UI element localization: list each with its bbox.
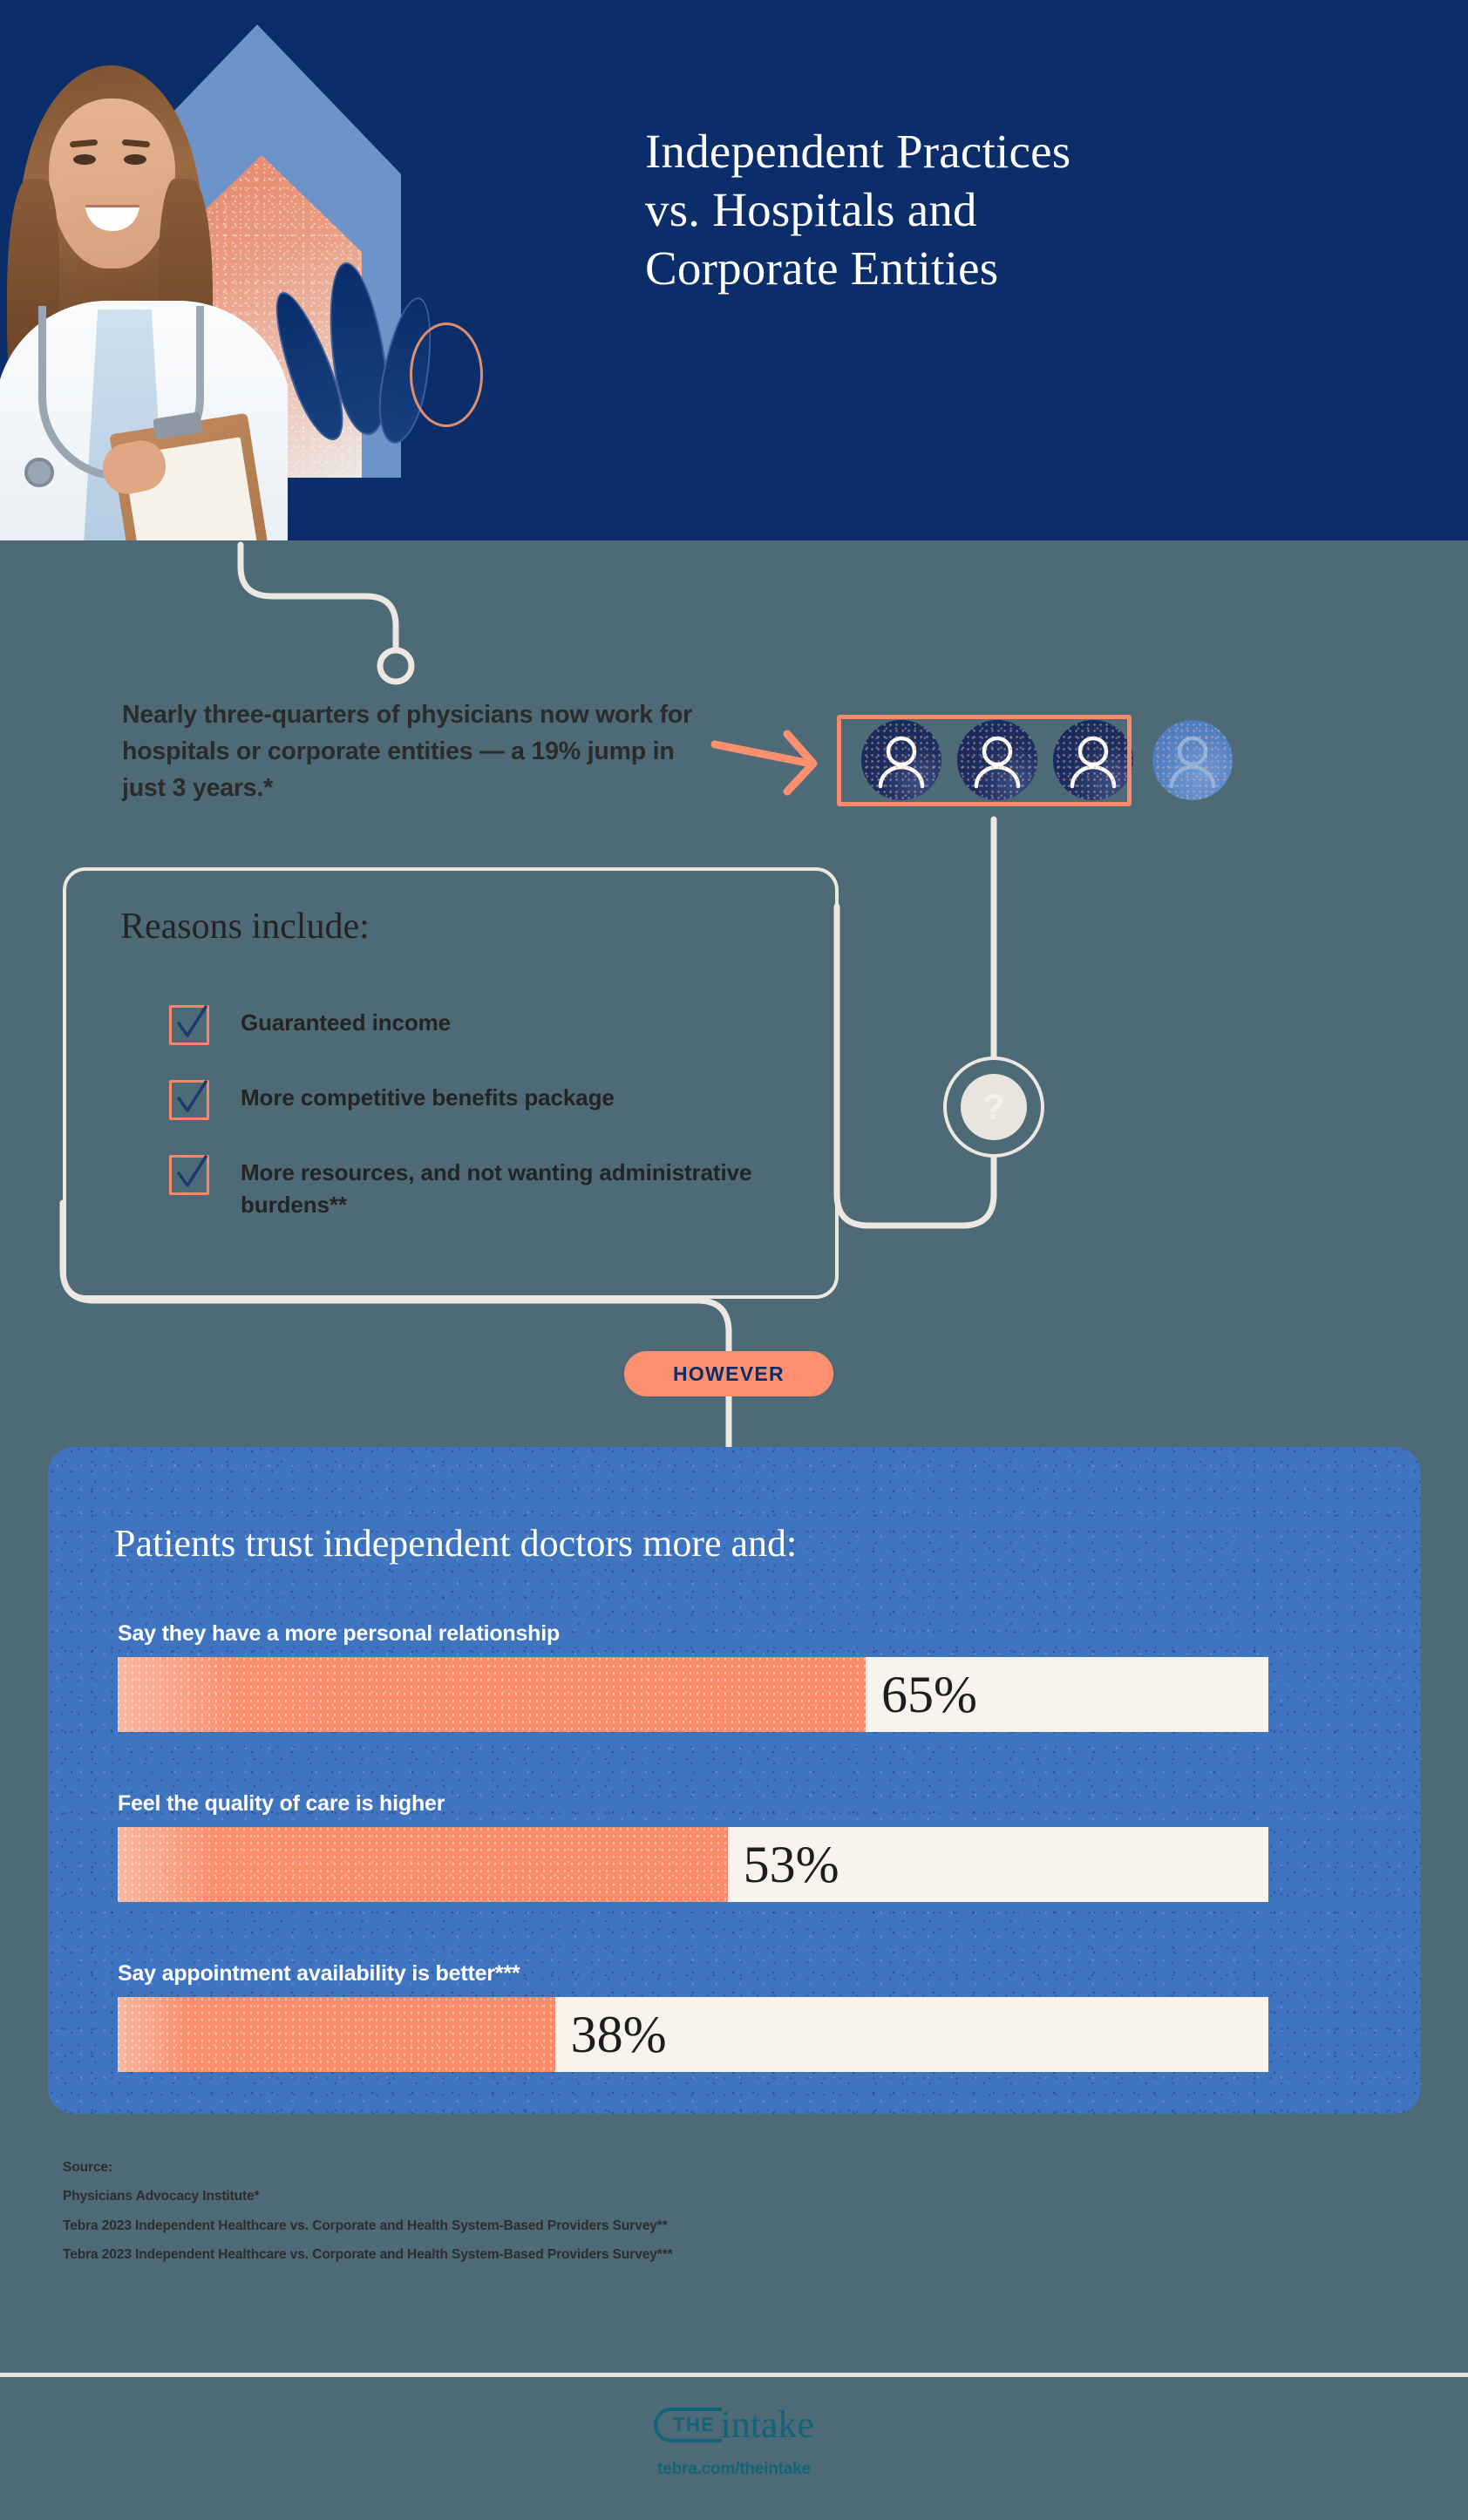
bar-label: Say they have a more personal relationsh… xyxy=(118,1621,561,1646)
checkbox-checked-icon[interactable] xyxy=(169,1155,209,1195)
however-badge: HOWEVER xyxy=(624,1351,833,1396)
footer-url[interactable]: tebra.com/theintake xyxy=(657,2460,811,2478)
stethoscope-bell-icon xyxy=(24,458,54,487)
hero-banner: Independent Practices vs. Hospitals and … xyxy=(0,0,1468,540)
panel-heading: Patients trust independent doctors more … xyxy=(114,1522,798,1565)
source-line: Physicians Advocacy Institute* xyxy=(63,2189,260,2204)
bar-track: 65% xyxy=(118,1657,1268,1732)
doctor-face xyxy=(49,98,175,268)
bar-label: Feel the quality of care is higher xyxy=(118,1791,445,1816)
the-intake-logo[interactable]: THE intake xyxy=(653,2403,814,2446)
page-title-line-3: Corporate Entities xyxy=(645,241,999,295)
highlight-bracket xyxy=(837,715,1132,806)
sources-block: Source: Physicians Advocacy Institute* T… xyxy=(63,2153,1196,2269)
reasons-card: Reasons include: Guaranteed income More … xyxy=(63,867,839,1299)
doctor-eye xyxy=(73,154,96,165)
bar-row: Feel the quality of care is higher 53% xyxy=(118,1791,1351,1902)
checkbox-checked-icon[interactable] xyxy=(169,1080,209,1120)
question-mark-icon: ? xyxy=(961,1074,1027,1140)
page-title-line-2: vs. Hospitals and xyxy=(645,183,977,237)
reasons-heading: Reasons include: xyxy=(120,907,370,947)
logo-the-badge: THE xyxy=(653,2408,723,2442)
bar-track: 38% xyxy=(118,1997,1268,2072)
checkbox-checked-icon[interactable] xyxy=(169,1005,209,1045)
bar-label: Say appointment availability is better**… xyxy=(118,1961,520,1986)
trust-panel: Patients trust independent doctors more … xyxy=(48,1447,1421,2114)
person-icon-filled xyxy=(1053,720,1133,800)
reason-item: More competitive benefits package xyxy=(169,1078,615,1120)
footer: THE intake tebra.com/theintake xyxy=(0,2406,1468,2479)
people-icon-group xyxy=(828,715,1281,806)
reason-label: More resources, and not wanting administ… xyxy=(241,1159,752,1218)
reason-label: More competitive benefits package xyxy=(241,1084,615,1111)
bar-fill xyxy=(118,1657,866,1732)
footer-divider xyxy=(0,2373,1468,2377)
person-icon-filled xyxy=(861,720,941,800)
page-title: Independent Practices vs. Hospitals and … xyxy=(645,122,1360,297)
doctor-eye xyxy=(124,154,146,165)
bar-row: Say they have a more personal relationsh… xyxy=(118,1621,1351,1732)
connector-dot xyxy=(377,647,415,685)
page-title-line-1: Independent Practices xyxy=(645,125,1071,178)
person-icon-filled xyxy=(957,720,1037,800)
question-badge-ring xyxy=(943,1056,1044,1158)
person-icon-muted xyxy=(1152,720,1233,800)
source-line: Tebra 2023 Independent Healthcare vs. Co… xyxy=(63,2246,673,2262)
reason-item: Guaranteed income xyxy=(169,1003,451,1045)
bar-row: Say appointment availability is better**… xyxy=(118,1961,1351,2072)
bar-track: 53% xyxy=(118,1827,1268,1902)
reason-item: More resources, and not wanting administ… xyxy=(169,1153,799,1221)
bar-fill xyxy=(118,1997,555,2072)
sources-heading: Source: xyxy=(63,2160,113,2175)
orange-arrow-icon xyxy=(710,730,818,796)
reason-label: Guaranteed income xyxy=(241,1009,452,1036)
stat-statement: Nearly three-quarters of physicians now … xyxy=(122,701,692,802)
question-badge: ? xyxy=(943,1056,1044,1158)
doctor-photo xyxy=(0,48,288,540)
bar-value: 38% xyxy=(570,2006,667,2063)
logo-intake-word: intake xyxy=(720,2403,814,2446)
bar-value: 65% xyxy=(881,1666,977,1723)
bar-fill xyxy=(118,1827,728,1902)
source-line: Tebra 2023 Independent Healthcare vs. Co… xyxy=(63,2218,668,2233)
decorative-ellipse xyxy=(410,323,483,427)
bar-value: 53% xyxy=(743,1836,839,1893)
